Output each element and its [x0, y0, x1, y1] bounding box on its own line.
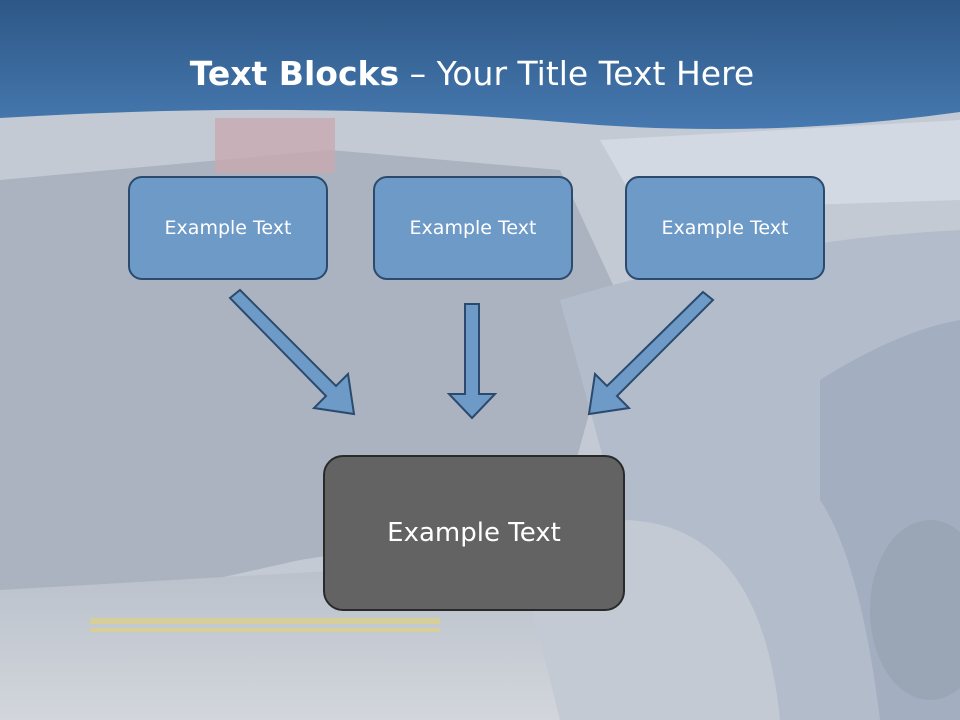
top-text-box-2[interactable]: Example Text — [373, 176, 573, 280]
left-diagonal-arrow — [228, 288, 356, 416]
title-bold-text: Text Blocks — [189, 54, 400, 93]
right-diagonal-arrow — [587, 290, 715, 416]
bottom-text-box[interactable]: Example Text — [323, 455, 625, 611]
top-text-box-3[interactable]: Example Text — [625, 176, 825, 280]
center-down-arrow — [446, 303, 498, 420]
bottom-text-box-label: Example Text — [387, 518, 561, 548]
title-rest-text: Your Title Text Here — [436, 54, 755, 93]
top-text-box-2-label: Example Text — [409, 217, 537, 239]
slide-title: Text Blocks – Your Title Text Here — [0, 52, 944, 96]
top-text-box-1-label: Example Text — [164, 217, 292, 239]
top-text-box-3-label: Example Text — [661, 217, 789, 239]
title-dash: – — [399, 54, 437, 93]
top-text-box-1[interactable]: Example Text — [128, 176, 328, 280]
